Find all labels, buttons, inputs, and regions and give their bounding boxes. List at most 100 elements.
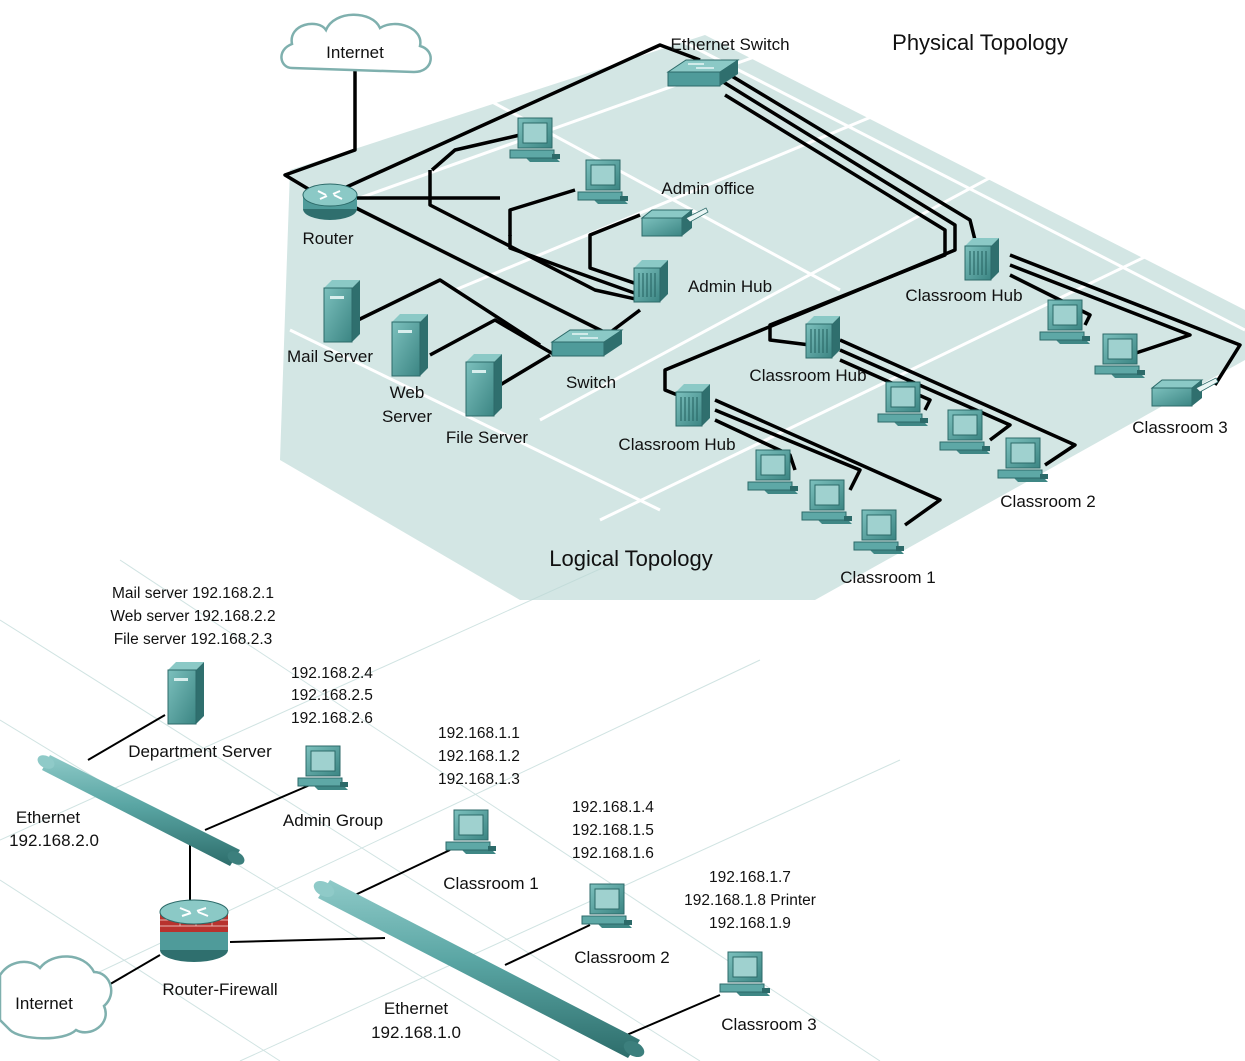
cloud-icon	[280, 13, 432, 74]
pc-icon	[509, 117, 561, 163]
hub-icon	[633, 259, 669, 303]
classroom2-pc-2	[939, 409, 991, 455]
logical-internet-cloud: Internet	[0, 955, 113, 1040]
classroom2-pc-3	[997, 437, 1049, 483]
physical-cables	[283, 43, 1242, 527]
pc-icon	[1039, 299, 1091, 345]
admin-ip-1: 192.168.2.4	[291, 665, 373, 682]
pc-icon	[853, 509, 905, 555]
ethernet-b-label: Ethernet	[384, 999, 449, 1018]
classroom-1-pc	[445, 809, 497, 855]
pc-icon	[445, 809, 497, 855]
router-firewall-label: Router-Firewall	[162, 980, 277, 999]
ethernet-pipe-a	[37, 755, 245, 866]
server-icon	[167, 661, 205, 725]
classroom-hub-c-label: Classroom Hub	[618, 435, 735, 454]
pc-icon	[297, 745, 349, 791]
class3-ip-1: 192.168.1.7	[709, 869, 791, 886]
admin-pc-2	[577, 159, 629, 205]
admin-hub	[633, 259, 669, 303]
classroom-hub-a	[964, 237, 1000, 281]
logical-topology-title: Logical Topology	[549, 546, 713, 571]
class1-ip-1: 192.168.1.1	[438, 725, 520, 742]
web-server	[391, 313, 429, 377]
mail-server-label: Mail Server	[287, 347, 373, 366]
router	[302, 183, 358, 221]
classroom-hub-c	[675, 383, 711, 427]
logical-internet-label: Internet	[15, 994, 73, 1013]
ethernet-b-net: 192.168.1.0	[371, 1023, 461, 1042]
department-server	[167, 661, 205, 725]
logical-classroom-3-label: Classroom 3	[721, 1015, 816, 1034]
admin-ip-3: 192.168.2.6	[291, 710, 373, 727]
class2-ip-1: 192.168.1.4	[572, 799, 654, 816]
class2-ip-2: 192.168.1.5	[572, 822, 654, 839]
logical-classroom-2-label: Classroom 2	[574, 948, 669, 967]
web-server-label-2: Server	[382, 407, 432, 426]
department-server-label: Department Server	[128, 742, 272, 761]
admin-hub-label: Admin Hub	[688, 277, 772, 296]
router-firewall	[159, 899, 229, 962]
classroom1-pc-3	[853, 509, 905, 555]
pc-icon	[1094, 333, 1146, 379]
switch-label: Switch	[566, 373, 616, 392]
classroom1-pc-2	[801, 479, 853, 525]
physical-classroom-2-label: Classroom 2	[1000, 492, 1095, 511]
ethernet-pipe-icon	[37, 755, 245, 866]
physical-topology-title: Physical Topology	[892, 30, 1068, 55]
admin-office-label: Admin office	[661, 179, 754, 198]
class1-ip-2: 192.168.1.2	[438, 748, 520, 765]
file-server	[465, 353, 503, 417]
cloud-icon	[0, 955, 113, 1040]
admin-group-pc	[297, 745, 349, 791]
hub-icon	[964, 237, 1000, 281]
server-icon	[465, 353, 503, 417]
class3-ip-3: 192.168.1.9	[709, 915, 791, 932]
pc-icon	[747, 449, 799, 495]
classroom3-pc-2	[1094, 333, 1146, 379]
class3-ip-2: 192.168.1.8 Printer	[684, 892, 816, 909]
server-ip-2: Web server 192.168.2.2	[110, 608, 275, 625]
server-ip-3: File server 192.168.2.3	[114, 631, 273, 648]
ethernet-a-label: Ethernet	[16, 808, 81, 827]
internet-label: Internet	[326, 43, 384, 62]
pc-icon	[801, 479, 853, 525]
classroom-3-pc	[719, 951, 771, 997]
class2-ip-3: 192.168.1.6	[572, 845, 654, 862]
pc-icon	[581, 883, 633, 929]
pc-icon	[577, 159, 629, 205]
physical-internet-cloud: Internet	[280, 13, 432, 74]
hub-icon	[675, 383, 711, 427]
ethernet-pipe-b	[313, 880, 645, 1058]
printer-icon	[1151, 377, 1219, 407]
hub-icon	[805, 315, 841, 359]
logical-cables	[87, 714, 721, 1041]
server-icon	[323, 279, 361, 343]
pc-icon	[719, 951, 771, 997]
router-icon	[302, 183, 358, 221]
admin-pc-1	[509, 117, 561, 163]
class1-ip-3: 192.168.1.3	[438, 771, 520, 788]
server-ip-1: Mail server 192.168.2.1	[112, 585, 274, 602]
classroom-hub-b	[805, 315, 841, 359]
ethernet-a-net: 192.168.2.0	[9, 831, 99, 850]
classroom-2-pc	[581, 883, 633, 929]
logical-classroom-1-label: Classroom 1	[443, 874, 538, 893]
pc-icon	[997, 437, 1049, 483]
router-label: Router	[302, 229, 353, 248]
server-icon	[391, 313, 429, 377]
pc-icon	[939, 409, 991, 455]
mail-server	[323, 279, 361, 343]
classroom-hub-b-label: Classroom Hub	[749, 366, 866, 385]
file-server-label: File Server	[446, 428, 529, 447]
web-server-label-1: Web	[390, 383, 425, 402]
physical-classroom-1-label: Classroom 1	[840, 568, 935, 587]
classroom1-pc-1	[747, 449, 799, 495]
classroom3-printer	[1151, 377, 1219, 407]
physical-classroom-3-label: Classroom 3	[1132, 418, 1227, 437]
admin-group-label: Admin Group	[283, 811, 383, 830]
ethernet-pipe-icon	[313, 880, 645, 1058]
pc-icon	[877, 381, 929, 427]
ethernet-switch-label: Ethernet Switch	[670, 35, 789, 54]
